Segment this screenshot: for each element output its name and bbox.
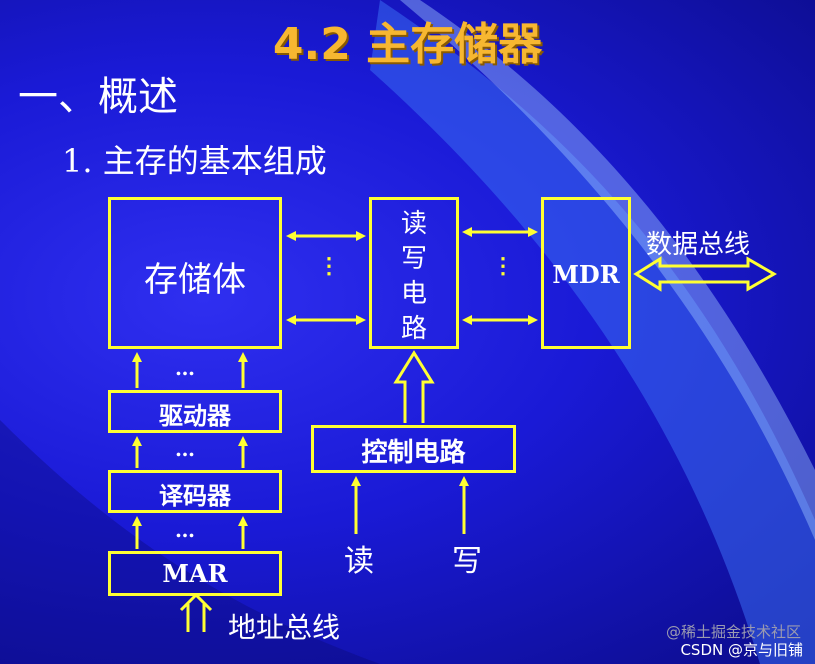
credit-label: CSDN @京与旧铺: [680, 641, 803, 659]
address-bus-label: 地址总线: [228, 611, 341, 644]
mdr-box: [541, 197, 631, 349]
rw-circuit-char-2: 写: [400, 244, 427, 274]
rw-circuit-char-4: 路: [400, 314, 427, 344]
read-signal-label: 读: [344, 544, 374, 579]
mar-label: MAR: [162, 559, 228, 588]
rw-circuit-char-1: 读: [400, 209, 427, 239]
subsection-heading: 1. 主存的基本组成: [62, 142, 327, 180]
ellipsis-middle: …: [175, 437, 195, 461]
decoder-label: 译码器: [159, 481, 231, 510]
rw-circuit-box: [369, 197, 459, 349]
data-bus-label: 数据总线: [646, 230, 751, 260]
storage-body-box: [108, 197, 282, 349]
slide-title: 4.2 主存储器: [272, 19, 543, 70]
driver-label: 驱动器: [159, 401, 231, 430]
decoder-box: [108, 470, 282, 513]
driver-box: [108, 390, 282, 433]
ellipsis-top: …: [175, 356, 195, 380]
control-circuit-label: 控制电路: [361, 438, 466, 468]
write-signal-label: 写: [452, 544, 482, 579]
control-circuit-box: [311, 425, 516, 473]
watermark: @稀土掘金技术社区: [665, 623, 801, 641]
vdots-left: ⋮: [318, 253, 340, 279]
rw-circuit-char-3: 电: [400, 279, 427, 309]
ellipsis-bottom: …: [175, 518, 195, 542]
section-heading: 一、概述: [18, 74, 178, 120]
vdots-right: ⋮: [492, 253, 514, 279]
mdr-label: MDR: [552, 260, 620, 289]
storage-body-label: 存储体: [144, 260, 246, 300]
